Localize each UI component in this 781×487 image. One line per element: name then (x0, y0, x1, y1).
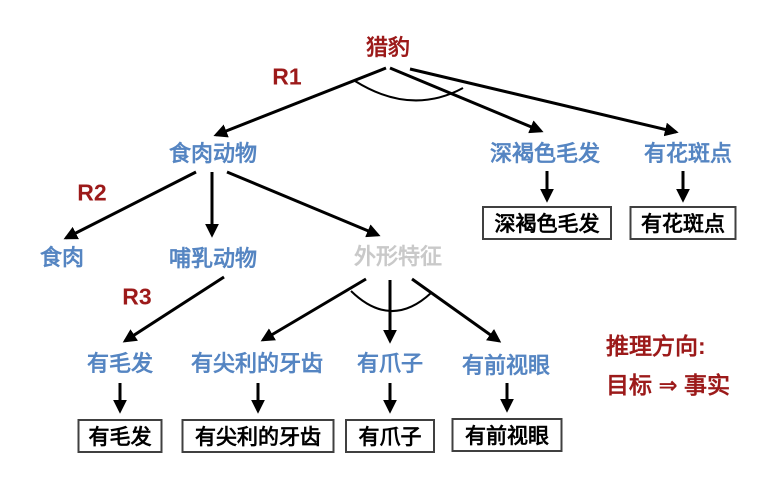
node-forward-eyes: 有前视眼 (461, 352, 551, 378)
edge-appearance-forward-eyes (411, 277, 502, 343)
legend-direction: 目标 ⇒ 事实 (606, 372, 731, 398)
legend: 推理方向: 目标 ⇒ 事实 (606, 327, 730, 405)
node-eats-meat: 食肉 (39, 244, 85, 270)
rule-label-r3: R3 (122, 283, 152, 310)
edge-cheetah-carnivore (213, 66, 387, 138)
and-arc-cheetah (354, 80, 464, 102)
edge-cheetah-dark-brown-fur (389, 66, 544, 134)
edge-cheetah-spots (409, 67, 679, 137)
node-cheetah: 猎豹 (365, 34, 411, 60)
fact-box-claws: 有爪子 (345, 419, 435, 453)
node-appearance-features: 外形特征 (353, 243, 443, 269)
edge-carnivore-eats-meat (63, 170, 197, 240)
rule-label-r1: R1 (272, 63, 302, 90)
node-carnivore: 食肉动物 (168, 140, 258, 166)
fact-box-sharp-teeth: 有尖利的牙齿 (181, 419, 335, 453)
node-dark-brown-fur: 深褐色毛发 (489, 140, 601, 166)
node-sharp-teeth: 有尖利的牙齿 (190, 350, 324, 376)
fact-box-forward-eyes: 有前视眼 (451, 418, 563, 452)
fact-box-has-fur: 有毛发 (77, 419, 163, 453)
edge-appearance-sharp-teeth (260, 277, 367, 342)
edge-mammal-has-fur (122, 275, 225, 343)
node-mammal: 哺乳动物 (168, 245, 258, 271)
fact-box-dark-brown-fur: 深褐色毛发 (482, 206, 612, 240)
legend-title: 推理方向: (606, 333, 706, 359)
node-has-fur: 有毛发 (86, 350, 154, 376)
and-arc-appearance (350, 290, 432, 312)
node-claws: 有爪子 (356, 350, 424, 376)
edge-carnivore-appearance (226, 170, 381, 238)
node-spots: 有花斑点 (643, 140, 733, 166)
fact-box-spots: 有花斑点 (629, 206, 737, 240)
rule-label-r2: R2 (77, 179, 107, 206)
